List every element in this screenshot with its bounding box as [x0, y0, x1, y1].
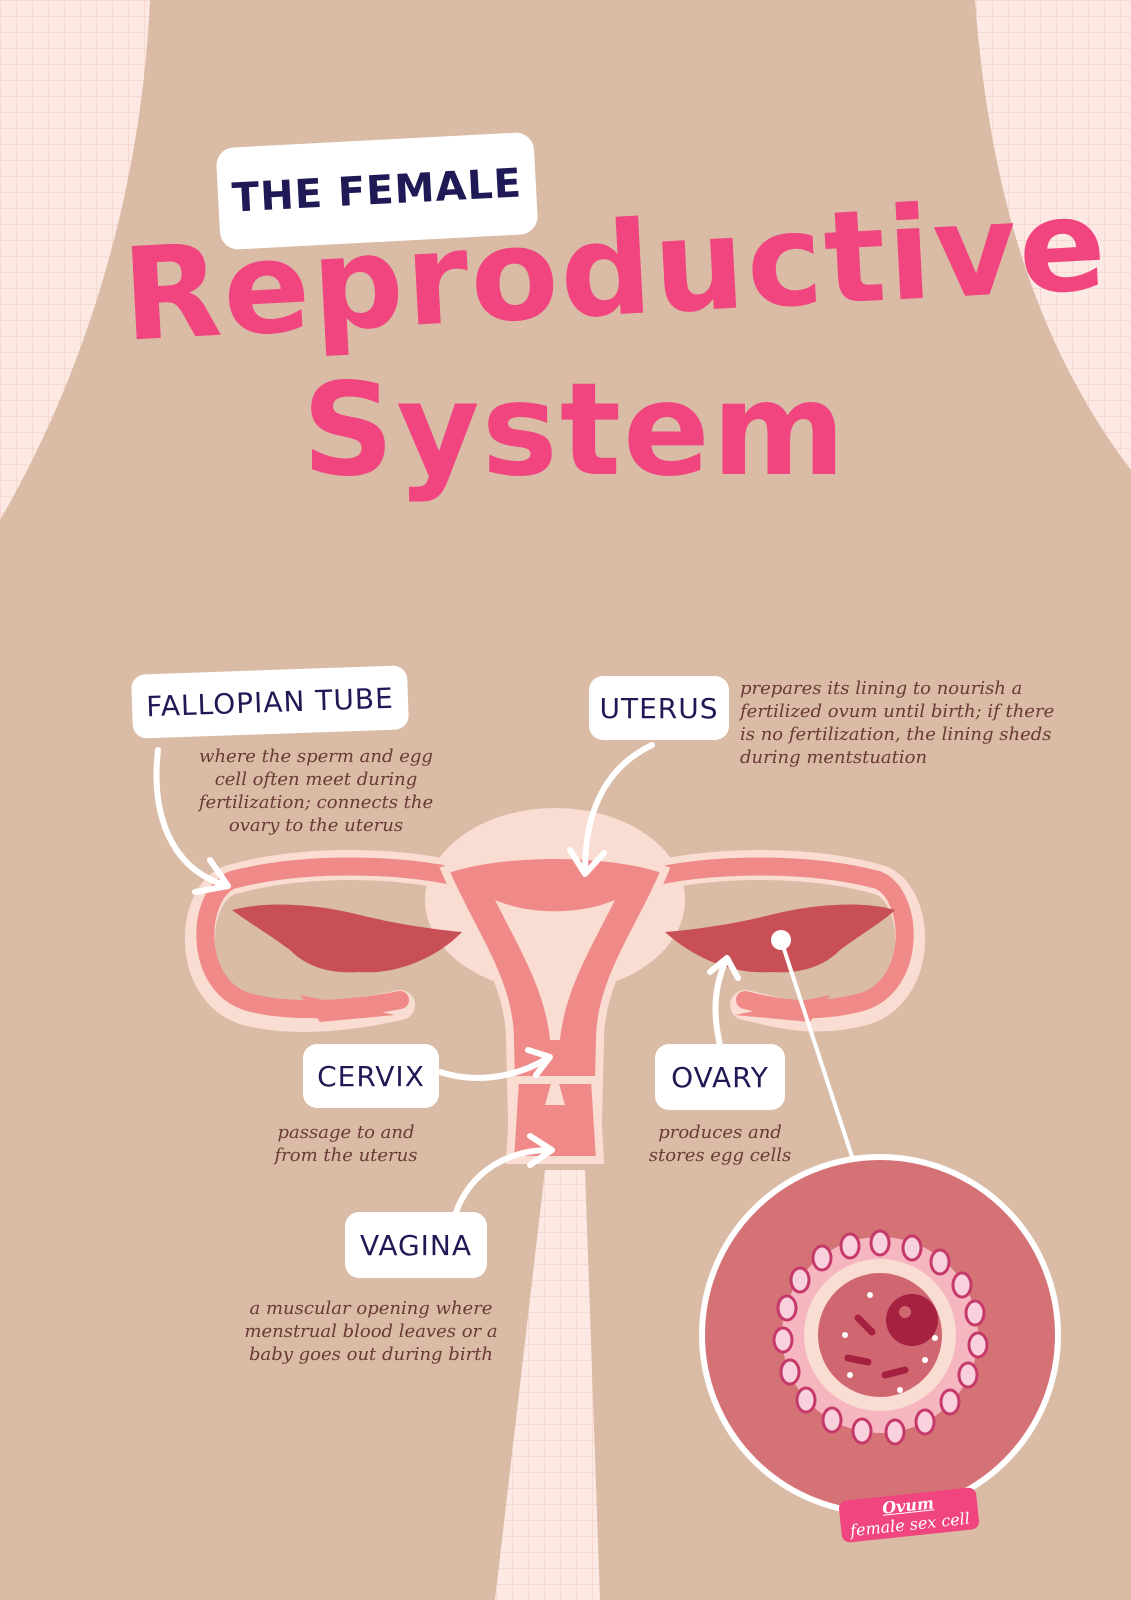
description-fallopian-tube-line: ovary to the uterus	[228, 815, 404, 836]
description-fallopian-tube: where the sperm and egg cell often meet …	[196, 745, 436, 837]
description-vagina: a muscular opening where menstrual blood…	[240, 1297, 502, 1366]
description-fallopian-tube-line: fertilization; connects the	[198, 792, 434, 813]
description-uterus-line: fertilized ovum until birth; if there	[740, 701, 1055, 722]
vagina-arrowhead	[527, 1133, 555, 1168]
description-uterus-line: prepares its lining to nourish a	[740, 678, 1023, 699]
description-uterus-line: is no fertilization, the lining sheds	[740, 724, 1052, 745]
description-ovary-line: produces and	[658, 1122, 782, 1143]
ovum-pointer-line	[779, 939, 860, 1176]
corona-radiata-cells	[772, 1229, 989, 1446]
title-line-2: System	[302, 356, 848, 505]
ovary-arrowhead	[707, 955, 741, 981]
cervix-canal	[545, 1080, 565, 1105]
uterine-cavity	[495, 900, 615, 1040]
cervix-arrowhead	[525, 1047, 553, 1078]
label-uterus: UTERUS	[589, 676, 729, 740]
left-ovary	[232, 904, 462, 973]
label-fallopian-tube: FALLOPIAN TUBE	[130, 665, 410, 739]
description-uterus: prepares its lining to nourish a fertili…	[740, 677, 1090, 769]
label-vagina-text: VAGINA	[359, 1228, 473, 1262]
description-cervix: passage to and from the uterus	[262, 1121, 430, 1167]
label-fallopian-tube-text: FALLOPIAN TUBE	[145, 681, 395, 723]
description-cervix-line: from the uterus	[274, 1145, 418, 1166]
fallopian-tube-arrowhead	[192, 857, 231, 895]
description-vagina-line: a muscular opening where	[249, 1298, 493, 1319]
description-ovary-line: stores egg cells	[648, 1145, 792, 1166]
label-uterus-text: UTERUS	[599, 691, 719, 725]
ovum-cell	[782, 1237, 978, 1433]
uterus-arrow	[582, 742, 655, 873]
description-vagina-line: menstrual blood leaves or a	[244, 1321, 498, 1342]
left-fimbriae	[300, 995, 395, 1022]
description-fallopian-tube-line: where the sperm and egg	[199, 746, 433, 767]
description-uterus-line: during mentstuation	[740, 747, 928, 768]
cervix-arrow	[437, 1055, 551, 1081]
ovum-nucleus	[886, 1294, 938, 1346]
label-ovary: OVARY	[655, 1044, 785, 1110]
label-ovary-text: OVARY	[671, 1060, 769, 1094]
fallopian-tube-arrow	[153, 747, 228, 888]
uterus-arrowhead	[567, 847, 607, 877]
ovary-arrow	[712, 957, 729, 1048]
label-cervix: CERVIX	[303, 1044, 439, 1108]
description-ovary: produces and stores egg cells	[640, 1121, 800, 1167]
description-fallopian-tube-line: cell often meet during	[214, 769, 418, 790]
description-vagina-line: baby goes out during birth	[248, 1344, 494, 1365]
label-cervix-text: CERVIX	[317, 1059, 425, 1093]
description-cervix-line: passage to and	[277, 1122, 415, 1143]
label-vagina: VAGINA	[345, 1212, 487, 1278]
vagina-arrow	[452, 1147, 553, 1218]
